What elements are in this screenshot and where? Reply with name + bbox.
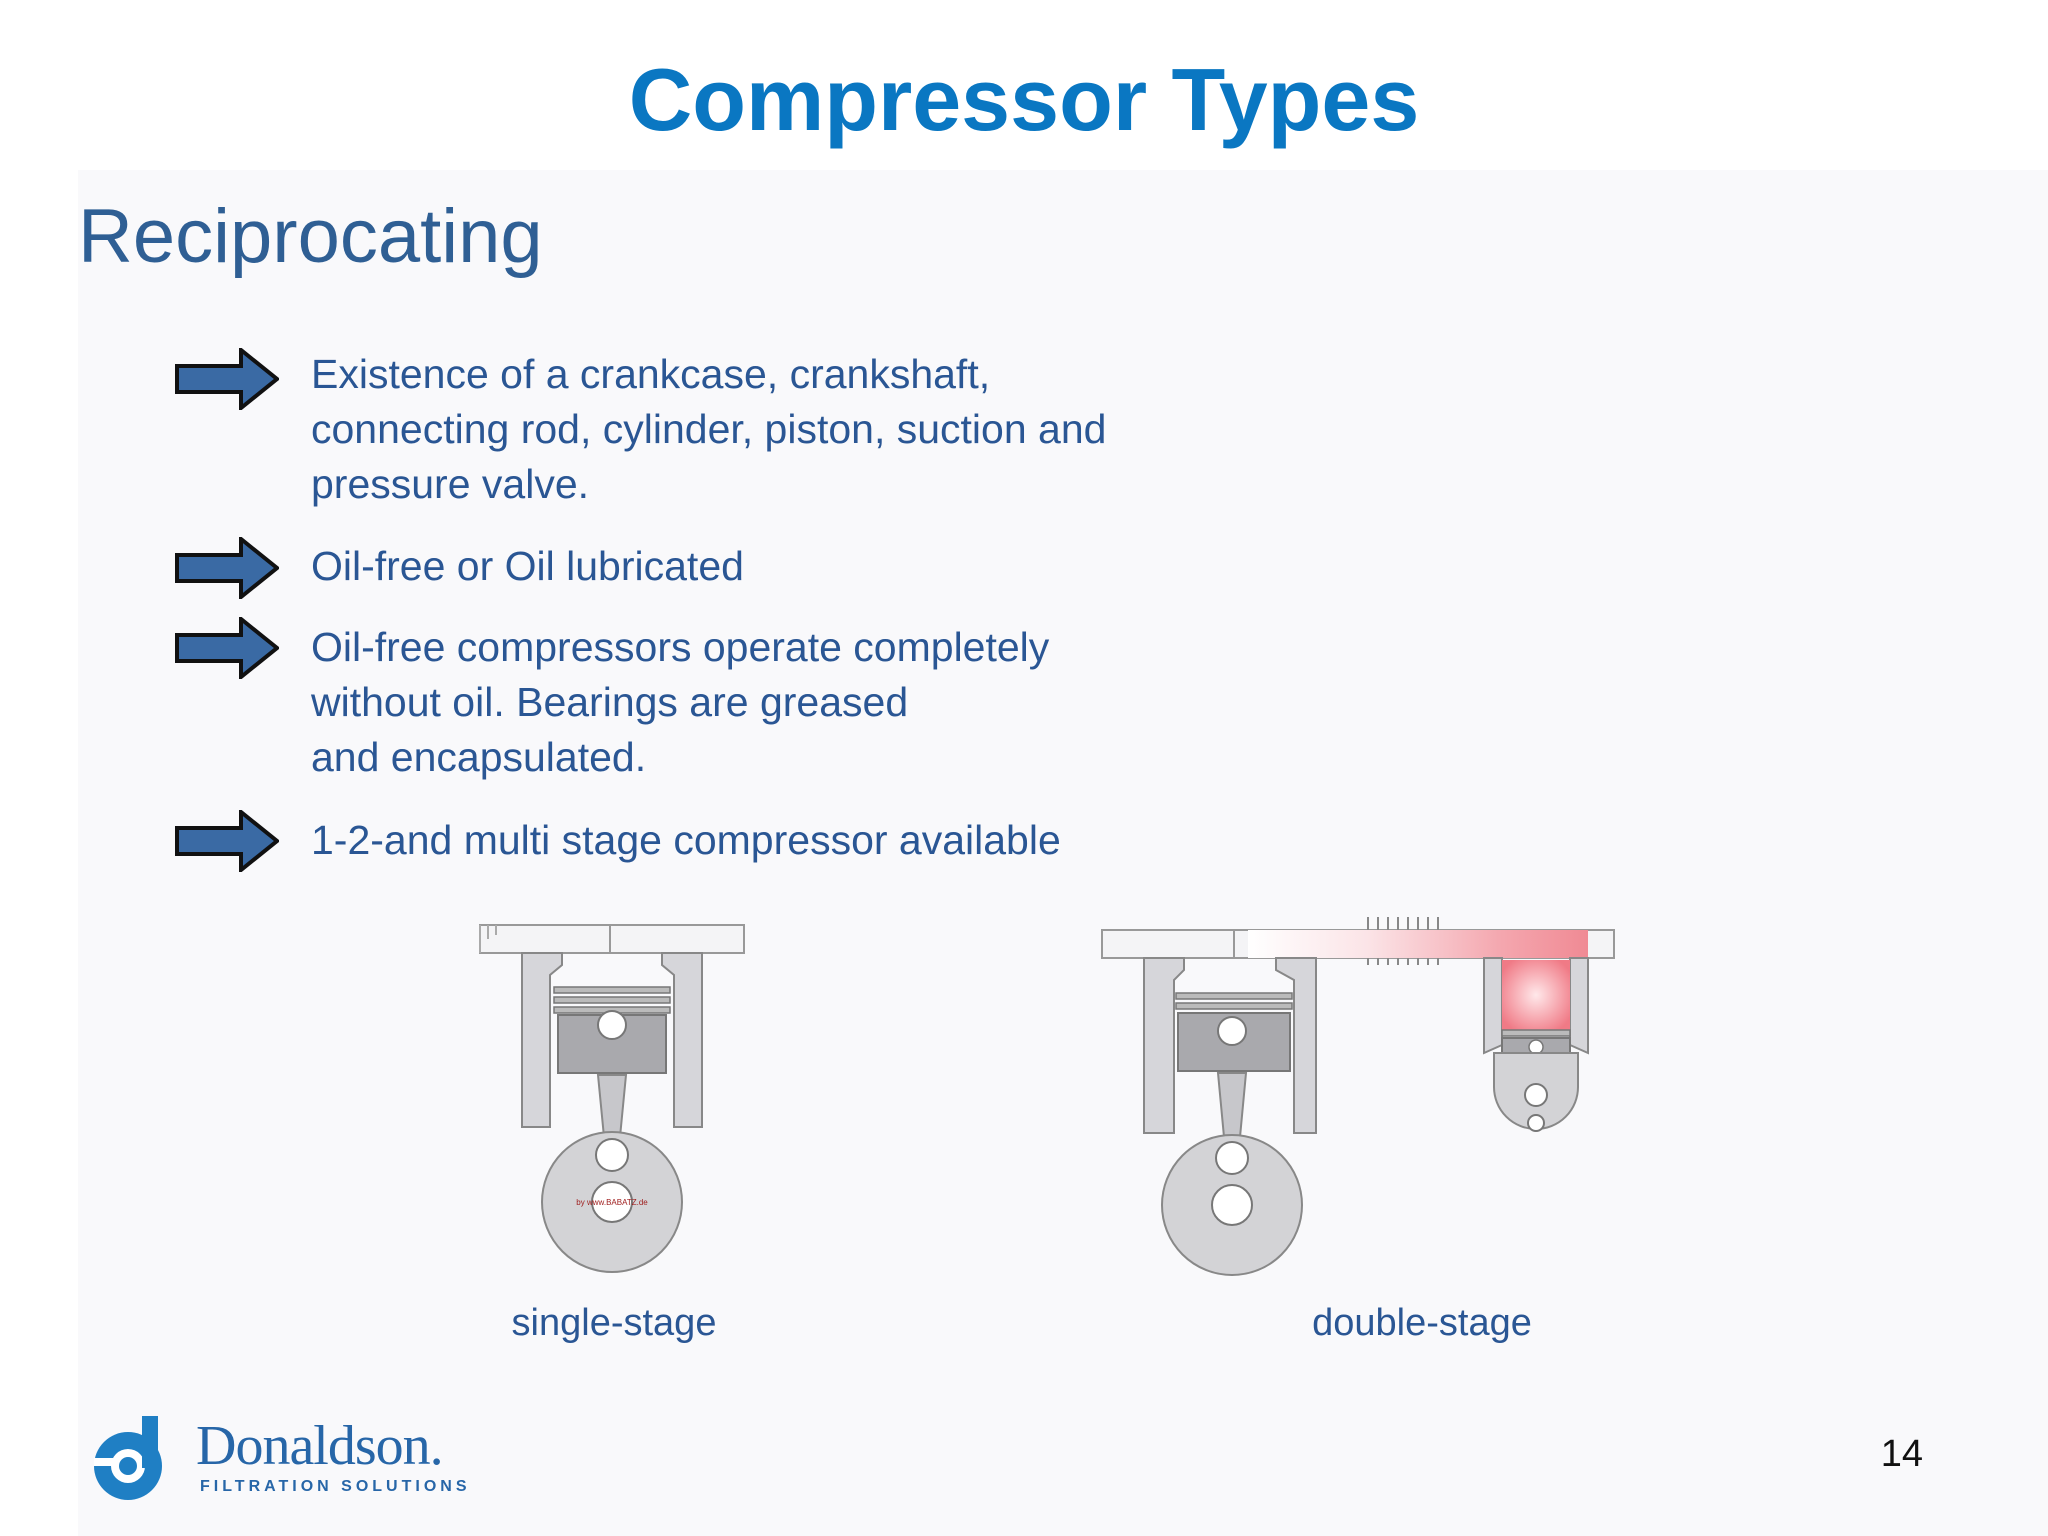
right-arrow-icon <box>175 617 279 679</box>
logo-tagline: FILTRATION SOLUTIONS <box>200 1478 471 1495</box>
bullet-text: Oil-free compressors operate completely … <box>311 624 1050 780</box>
bullet-text: Oil-free or Oil lubricated <box>311 543 744 589</box>
single-stage-caption: single-stage <box>511 1302 717 1344</box>
diagram-watermark: by www.BABATZ.de <box>576 1198 648 1207</box>
bullet-text: 1-2-and multi stage compressor available <box>311 817 1061 863</box>
donaldson-emblem-icon <box>94 1416 162 1500</box>
single-stage-compressor-diagram: by www.BABATZ.de <box>479 924 745 1273</box>
double-stage-compressor-diagram <box>1101 917 1615 1276</box>
slide-title: Compressor Types <box>628 50 1420 149</box>
donaldson-logo: Donaldson. FILTRATION SOLUTIONS <box>92 1410 472 1510</box>
slide-subtitle: Reciprocating <box>78 194 543 279</box>
double-stage-caption: double-stage <box>1312 1302 1532 1344</box>
slide-background <box>78 170 2048 1536</box>
logo-name: Donaldson. <box>196 1415 444 1477</box>
right-arrow-icon <box>175 810 279 872</box>
right-arrow-icon <box>175 537 279 599</box>
right-arrow-icon <box>175 348 279 410</box>
page-number: 14 <box>1880 1433 1923 1475</box>
bullet-text: Existence of a crankcase, crankshaft, co… <box>311 351 1107 507</box>
